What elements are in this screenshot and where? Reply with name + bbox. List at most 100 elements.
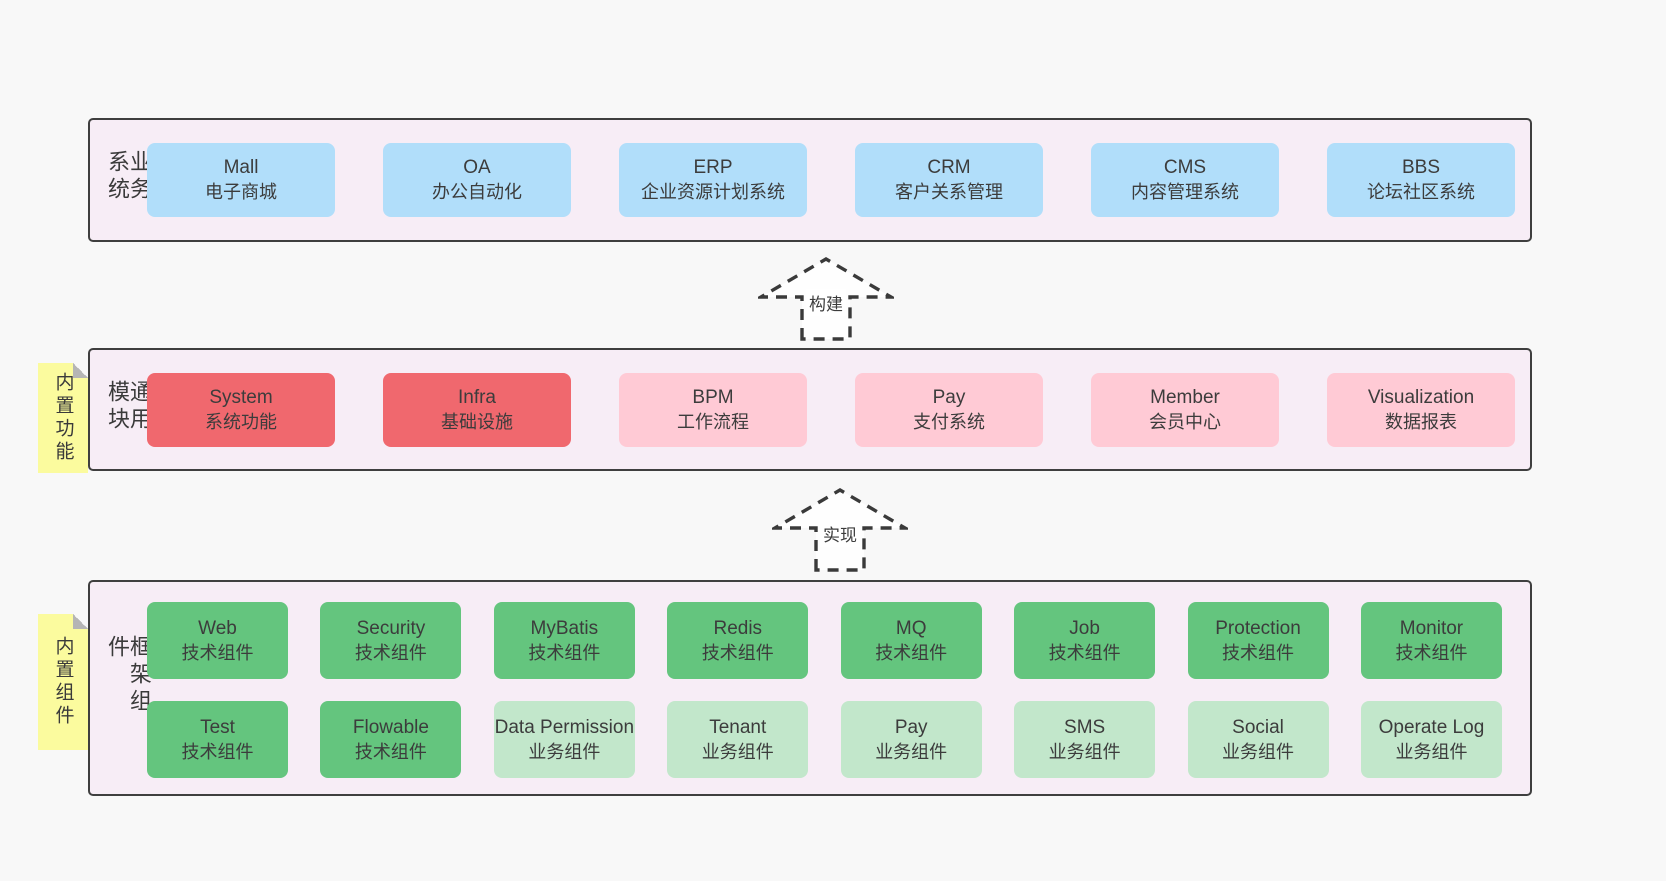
box-title: Tenant (709, 716, 767, 738)
box-sms: SMS 业务组件 (1014, 701, 1156, 778)
box-bpm: BPM 工作流程 (619, 372, 807, 447)
box-title: MyBatis (530, 617, 599, 639)
box-subtitle: 工作流程 (677, 411, 749, 432)
box-monitor: Monitor 技术组件 (1360, 602, 1502, 679)
box-social: Social 业务组件 (1187, 701, 1329, 778)
box-infra: Infra 基础设施 (383, 372, 571, 447)
panel-side-label: 框架组件 (105, 635, 152, 716)
box-erp: ERP 企业资源计划系统 (619, 143, 807, 217)
box-subtitle: 内容管理系统 (1131, 182, 1239, 202)
build-arrow: 构建 (758, 256, 894, 342)
box-subtitle: 技术组件 (701, 642, 774, 663)
box-subtitle: 业务组件 (528, 741, 601, 762)
box-title: Redis (713, 617, 763, 639)
box-title: MQ (895, 617, 927, 639)
panel-common-modules: 通用模块 System 系统功能 Infra 基础设施 BPM 工作流程 Pay… (88, 348, 1532, 471)
panel-side-label: 通用模块 (105, 379, 152, 434)
box-subtitle: 客户关系管理 (895, 182, 1003, 202)
folded-corner (73, 614, 88, 629)
box-subtitle: 业务组件 (875, 741, 948, 762)
box-pay-module: Pay 支付系统 (855, 372, 1043, 447)
box-oa: OA 办公自动化 (383, 143, 571, 217)
box-title: Job (1069, 617, 1100, 639)
box-subtitle: 技术组件 (1222, 642, 1295, 663)
box-data-permission: Data Permission 业务组件 (493, 701, 635, 778)
box-subtitle: 业务组件 (1222, 741, 1295, 762)
box-title: BBS (1401, 157, 1441, 178)
box-web: Web 技术组件 (147, 602, 288, 679)
box-title: Test (200, 716, 235, 738)
box-subtitle: 电子商城 (205, 182, 277, 202)
box-title: Member (1150, 386, 1220, 408)
box-subtitle: 业务组件 (1048, 741, 1121, 762)
arrow-label: 构建 (806, 289, 846, 316)
box-mall: Mall 电子商城 (147, 143, 335, 217)
box-subtitle: 技术组件 (354, 741, 427, 762)
box-job: Job 技术组件 (1014, 602, 1156, 679)
box-crm: CRM 客户关系管理 (855, 143, 1043, 217)
box-title: Social (1232, 716, 1284, 738)
box-title: ERP (693, 157, 733, 178)
box-row: Test 技术组件 Flowable 技术组件 Data Permission … (147, 701, 1502, 778)
box-subtitle: 论坛社区系统 (1367, 182, 1475, 202)
box-protection: Protection 技术组件 (1187, 602, 1329, 679)
sticky-note-builtin-features: 内置功能 (38, 363, 88, 473)
box-title: Operate Log (1378, 716, 1485, 738)
box-subtitle: 数据报表 (1385, 411, 1457, 432)
box-title: Monitor (1399, 617, 1464, 639)
box-subtitle: 技术组件 (181, 741, 254, 762)
box-title: Web (198, 617, 237, 639)
box-title: Pay (932, 386, 966, 408)
sticky-label: 内置功能 (52, 372, 74, 464)
box-subtitle: 技术组件 (181, 642, 254, 663)
box-title: CMS (1163, 157, 1207, 178)
box-subtitle: 技术组件 (1048, 642, 1121, 663)
panel-side-label: 业务系统 (105, 150, 152, 204)
box-pay-component: Pay 业务组件 (840, 701, 982, 778)
box-title: System (209, 386, 273, 408)
box-subtitle: 技术组件 (875, 642, 948, 663)
box-subtitle: 支付系统 (913, 411, 985, 432)
sticky-label: 内置组件 (52, 636, 74, 728)
box-row: Mall 电子商城 OA 办公自动化 ERP 企业资源计划系统 CRM 客户关系… (147, 120, 1515, 240)
box-subtitle: 办公自动化 (432, 182, 522, 202)
box-cms: CMS 内容管理系统 (1091, 143, 1279, 217)
box-system: System 系统功能 (147, 372, 335, 447)
box-subtitle: 技术组件 (528, 642, 601, 663)
folded-corner (73, 363, 88, 378)
panel-business-systems: 业务系统 Mall 电子商城 OA 办公自动化 ERP 企业资源计划系统 CRM… (88, 118, 1532, 242)
box-title: Visualization (1367, 386, 1475, 408)
box-title: OA (463, 157, 491, 178)
arrow-label: 实现 (820, 520, 860, 547)
sticky-note-builtin-components: 内置组件 (38, 614, 88, 750)
box-title: SMS (1064, 716, 1106, 738)
box-mq: MQ 技术组件 (840, 602, 982, 679)
box-redis: Redis 技术组件 (667, 602, 809, 679)
box-subtitle: 技术组件 (1395, 642, 1468, 663)
box-row: System 系统功能 Infra 基础设施 BPM 工作流程 Pay 支付系统… (147, 350, 1515, 469)
box-flowable: Flowable 技术组件 (320, 701, 462, 778)
box-subtitle: 系统功能 (205, 411, 277, 432)
box-operate-log: Operate Log 业务组件 (1360, 701, 1502, 778)
implement-arrow: 实现 (772, 487, 908, 573)
panel-framework-components: 框架组件 Web 技术组件 Security 技术组件 MyBatis 技术组件… (88, 580, 1532, 796)
box-subtitle: 会员中心 (1149, 411, 1221, 432)
box-title: Infra (457, 386, 497, 408)
box-subtitle: 技术组件 (354, 642, 427, 663)
box-subtitle: 基础设施 (441, 411, 513, 432)
box-title: Mall (223, 157, 259, 178)
box-subtitle: 企业资源计划系统 (641, 182, 785, 202)
box-visualization: Visualization 数据报表 (1327, 372, 1515, 447)
box-title: Protection (1215, 617, 1301, 639)
box-test: Test 技术组件 (147, 701, 288, 778)
box-title: Security (356, 617, 426, 639)
box-subtitle: 业务组件 (1395, 741, 1468, 762)
box-title: Data Permission (494, 716, 635, 738)
box-title: CRM (927, 157, 971, 178)
box-title: Pay (894, 716, 928, 738)
box-subtitle: 业务组件 (701, 741, 774, 762)
box-title: BPM (692, 386, 734, 408)
box-member: Member 会员中心 (1091, 372, 1279, 447)
box-title: Flowable (352, 716, 429, 738)
